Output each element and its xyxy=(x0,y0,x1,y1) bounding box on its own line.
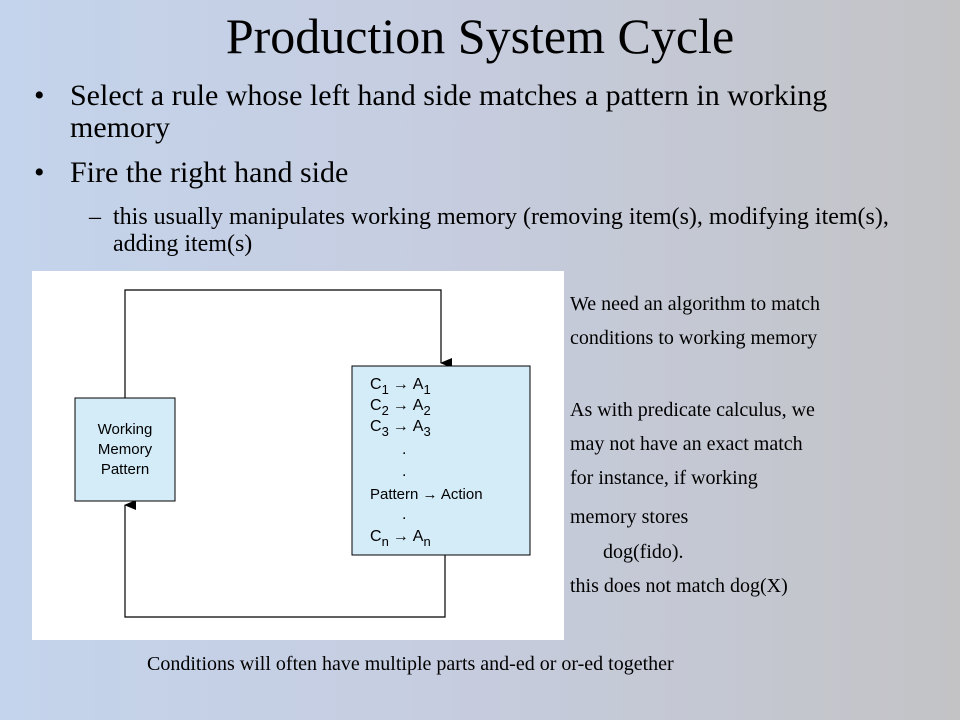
wm-label-3: Pattern xyxy=(101,461,149,478)
wm-label-2: Memory xyxy=(98,441,153,458)
footer-note: Conditions will often have multiple part… xyxy=(147,653,674,675)
connector-top xyxy=(124,289,452,398)
rules-list: C1→A1 C2→A2 C3→A3 . . Pattern → Action .… xyxy=(370,376,483,549)
wm-label-1: Working xyxy=(98,421,153,438)
working-memory-box xyxy=(74,397,176,502)
side-note-line: may not have an exact match xyxy=(570,433,803,455)
bullet-select-rule: Select a rule whose left hand side match… xyxy=(70,79,828,144)
bullet-dot: • xyxy=(34,79,45,112)
production-cycle-diagram: Working Memory Pattern C1→A1 C2→A2 C3→A3… xyxy=(32,271,564,640)
side-note-line: for instance, if working xyxy=(570,467,758,489)
ellipsis-dot-1: . xyxy=(402,441,406,458)
side-note-line: conditions to working memory xyxy=(570,327,818,349)
sub-bullet-dash: – xyxy=(89,204,101,230)
side-note-line: We need an algorithm to match xyxy=(570,293,820,315)
side-note-line: this does not match dog(X) xyxy=(570,575,788,597)
ellipsis-dot-3: . xyxy=(402,506,406,523)
rules-box xyxy=(351,365,531,556)
rule-2: C2→A2 xyxy=(370,397,431,418)
side-note-line: As with predicate calculus, we xyxy=(570,399,815,421)
rule-pattern-action: Pattern → Action xyxy=(370,486,483,503)
bullet-fire-rhs: Fire the right hand side xyxy=(70,156,349,189)
side-note-line: memory stores xyxy=(570,506,689,528)
sub-bullet-manipulates: this usually manipulates working memory … xyxy=(113,204,889,257)
rule-n: Cn→An xyxy=(370,528,431,549)
bullet-dot: • xyxy=(34,156,45,189)
slide-title: Production System Cycle xyxy=(225,8,735,64)
connector-bottom xyxy=(124,500,446,618)
rule-1: C1→A1 xyxy=(370,376,431,397)
ellipsis-dot-2: . xyxy=(402,463,406,480)
side-note-example: dog(fido). xyxy=(603,541,684,563)
rule-3: C3→A3 xyxy=(370,418,431,439)
